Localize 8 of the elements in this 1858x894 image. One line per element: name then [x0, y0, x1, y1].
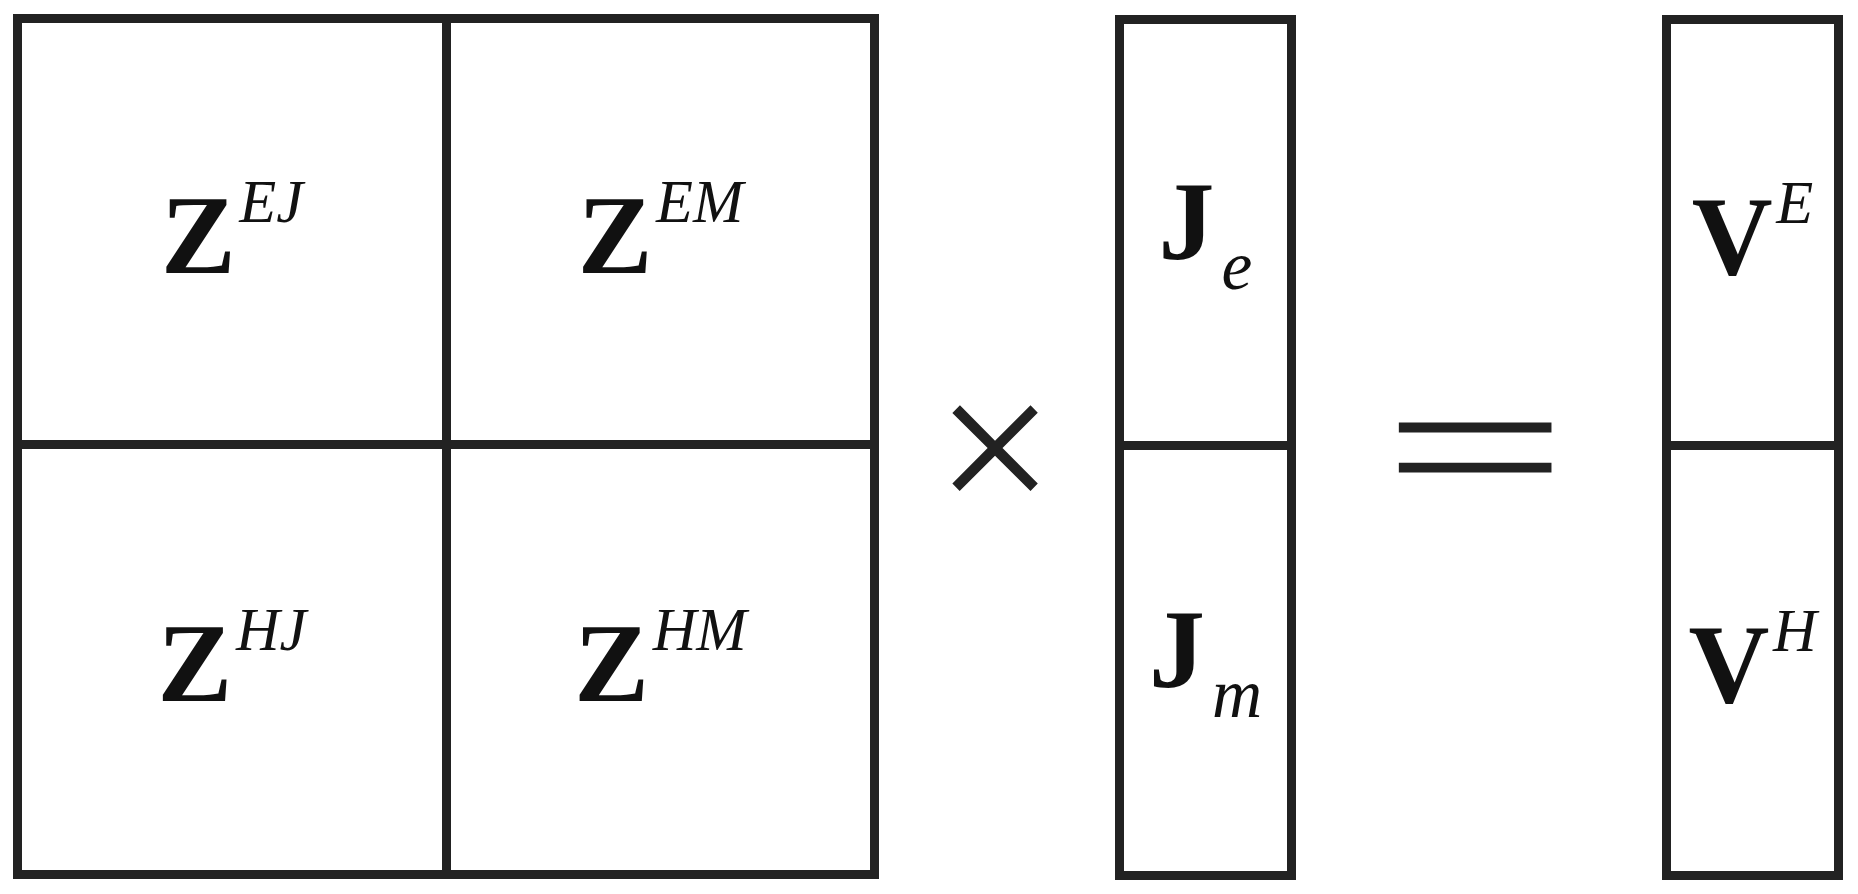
math-expression: Z$^{HJ}$: [157, 599, 307, 720]
math-expression: Z$^{EJ}$: [160, 171, 304, 292]
math-expression: V$^{E}$: [1691, 172, 1814, 293]
math-expression: J$_{e}$: [1158, 164, 1253, 301]
equals-sign: =: [1382, 417, 1568, 477]
math-expression: Z$^{EM}$: [577, 171, 744, 292]
multiplication-sign: ×: [935, 398, 1055, 496]
math-expression: J$_{m}$: [1148, 592, 1263, 729]
